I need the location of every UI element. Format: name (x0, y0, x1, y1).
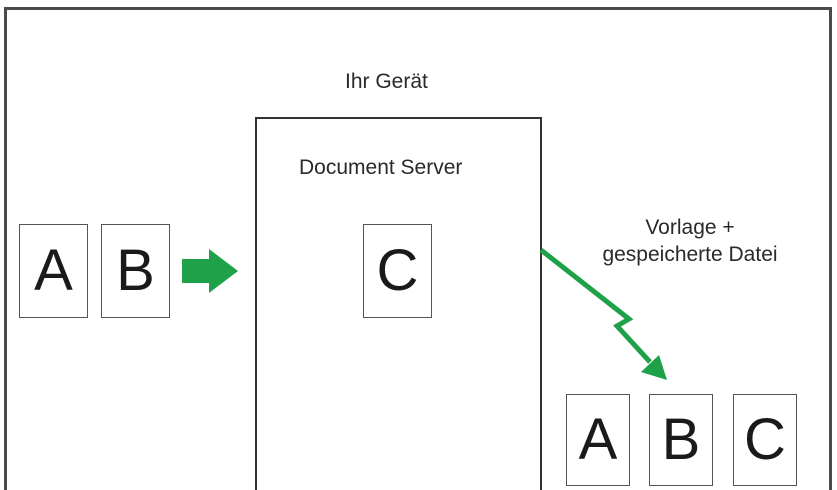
output-sheet-c: C (733, 394, 797, 486)
stored-sheet-c: C (363, 224, 432, 318)
output-sheet-b: B (649, 394, 713, 486)
output-sheet-a: A (566, 394, 630, 486)
output-label-line-2: gespeicherte Datei (602, 243, 778, 266)
device-frame (4, 7, 832, 490)
lightning-arrow-icon (539, 248, 652, 364)
document-server-box (255, 117, 542, 490)
document-server-label: Document Server (299, 156, 463, 179)
input-sheet-b: B (101, 224, 170, 318)
output-label-line-1: Vorlage + (645, 216, 735, 239)
device-label: Ihr Gerät (345, 70, 428, 93)
input-sheet-a: A (19, 224, 88, 318)
output-label: Vorlage + gespeicherte Datei (560, 214, 820, 268)
right-arrow-icon (182, 249, 238, 293)
lightning-arrow-head-icon (641, 355, 667, 380)
